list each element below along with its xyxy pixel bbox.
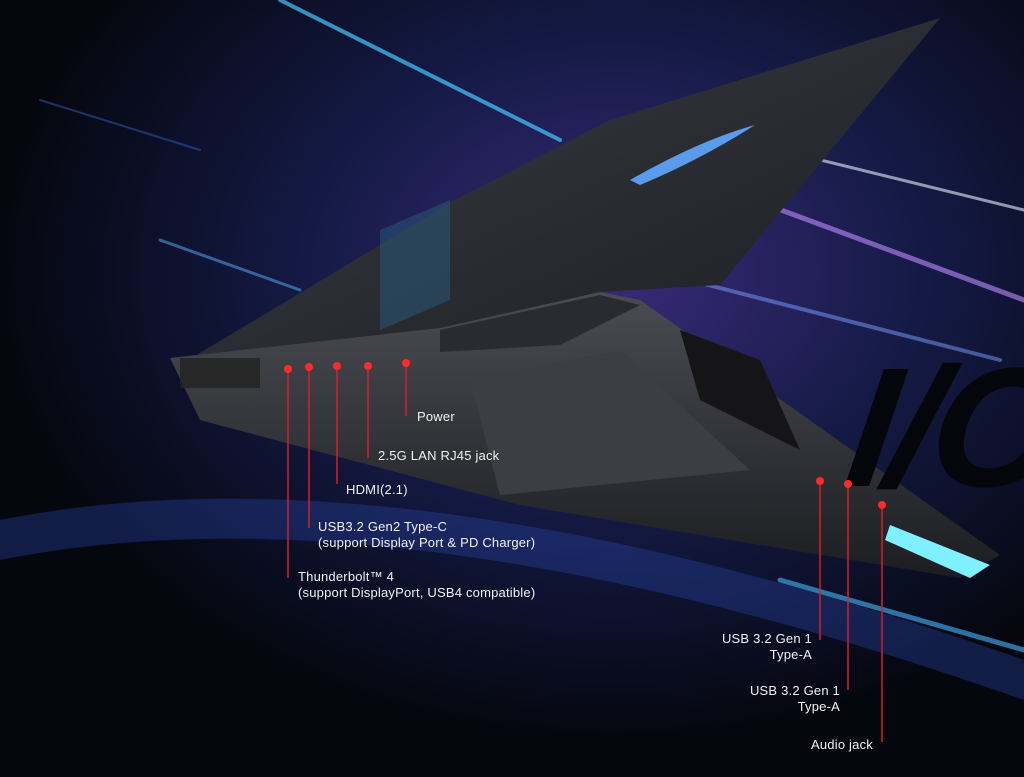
label-hdmi: HDMI(2.1) — [346, 482, 408, 497]
port-dot-usb-a-2 — [844, 480, 852, 488]
port-dot-audio — [878, 501, 886, 509]
port-dot-lan — [364, 362, 372, 370]
label-usb-a-2: USB 3.2 Gen 1 Type-A — [750, 683, 840, 715]
label-usb-a-2-line2: Type-A — [797, 699, 840, 714]
label-usb-c-line1: USB3.2 Gen2 Type-C — [318, 519, 448, 534]
label-usb-a-1-line2: Type-A — [769, 647, 812, 662]
label-power: Power — [417, 409, 455, 424]
label-thunderbolt-line1: Thunderbolt™ 4 — [298, 569, 395, 584]
label-usb-c: USB3.2 Gen2 Type-C (support Display Port… — [318, 519, 535, 551]
label-usb-a-1-line1: USB 3.2 Gen 1 — [721, 631, 812, 646]
label-thunderbolt-line2: (support DisplayPort, USB4 compatible) — [298, 585, 536, 600]
label-usb-a-1: USB 3.2 Gen 1 Type-A — [722, 631, 812, 663]
port-dot-usb-a-1 — [816, 477, 824, 485]
label-audio-jack: Audio jack — [811, 737, 873, 752]
port-dot-power — [402, 359, 410, 367]
port-dot-thunderbolt — [284, 365, 292, 373]
laptop-illustration — [170, 18, 1000, 578]
label-usb-a-2-line1: USB 3.2 Gen 1 — [749, 683, 840, 698]
port-dot-usb-c — [305, 363, 313, 371]
label-usb-c-line2: (support Display Port & PD Charger) — [318, 535, 536, 550]
label-thunderbolt: Thunderbolt™ 4 (support DisplayPort, USB… — [298, 569, 535, 601]
port-dot-hdmi — [333, 362, 341, 370]
label-lan: 2.5G LAN RJ45 jack — [378, 448, 500, 463]
